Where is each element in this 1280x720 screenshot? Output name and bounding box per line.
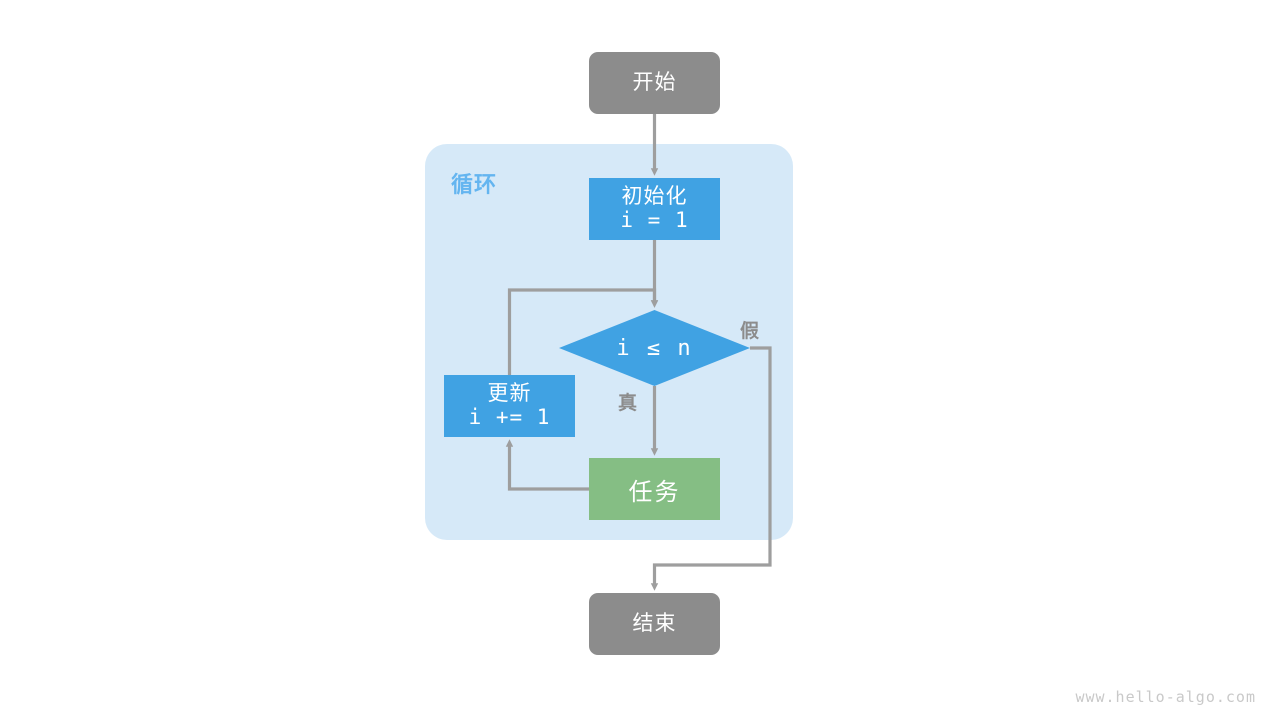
node-task[interactable]: 任务 bbox=[589, 458, 720, 520]
node-initialize-expression: i = 1 bbox=[620, 208, 689, 232]
node-end-label: 结束 bbox=[632, 612, 677, 636]
edge-decision-false-to-end bbox=[650, 346, 772, 591]
node-update-title: 更新 bbox=[487, 382, 532, 406]
node-update[interactable]: 更新 i += 1 bbox=[444, 375, 575, 437]
edge-label-false: 假 bbox=[740, 321, 761, 342]
loop-container-label: 循环 bbox=[451, 172, 498, 197]
node-start[interactable]: 开始 bbox=[589, 52, 720, 114]
node-condition[interactable]: i ≤ n bbox=[559, 310, 750, 386]
node-start-label: 开始 bbox=[632, 71, 677, 95]
node-update-expression: i += 1 bbox=[468, 405, 551, 429]
node-condition-label: i ≤ n bbox=[616, 335, 693, 361]
edge-task-to-update bbox=[505, 439, 589, 491]
node-end[interactable]: 结束 bbox=[589, 593, 720, 655]
node-initialize-title: 初始化 bbox=[621, 185, 688, 209]
edge-label-true: 真 bbox=[618, 393, 639, 414]
edge-update-to-decision bbox=[507, 288, 659, 375]
node-task-label: 任务 bbox=[628, 478, 681, 506]
watermark: www.hello-algo.com bbox=[1075, 688, 1256, 706]
node-initialize[interactable]: 初始化 i = 1 bbox=[589, 178, 720, 240]
